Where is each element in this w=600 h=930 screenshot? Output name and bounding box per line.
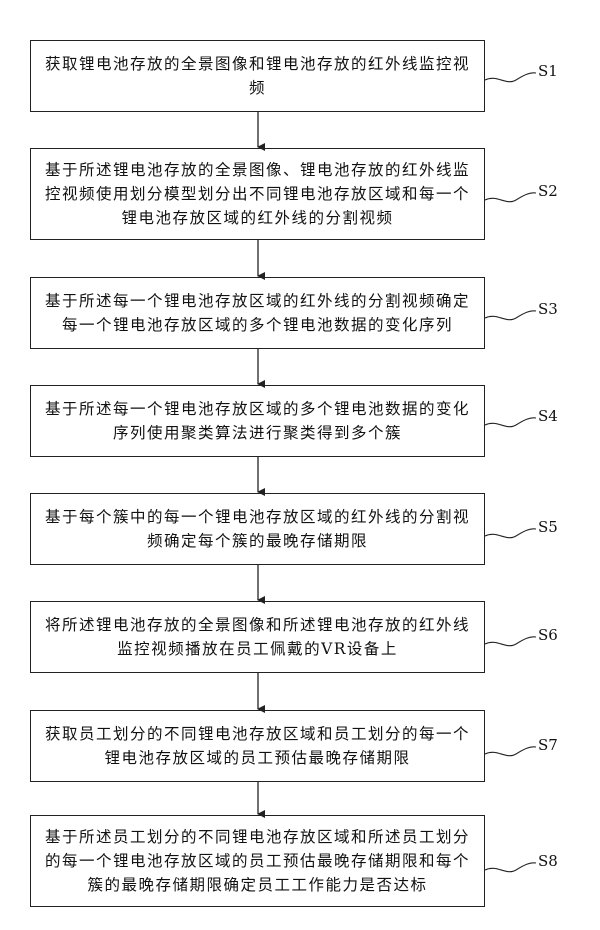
step-label-s5: S5 [538,518,558,536]
step-box-s4: 基于所述每一个锂电池存放区域的多个锂电池数据的变化序列使用聚类算法进行聚类得到多… [30,385,485,457]
step-text-s1: 获取锂电池存放的全景图像和锂电池存放的红外线监控视频 [41,52,474,100]
step-box-s8: 基于所述员工划分的不同锂电池存放区域和所述员工划分的每一个锂电池存放区域的员工预… [30,815,485,907]
leader-s1 [485,73,536,82]
step-text-s6: 将所述锂电池存放的全景图像和所述锂电池存放的红外线监控视频播放在员工佩戴的VR设… [41,613,474,661]
leader-s3 [485,311,536,320]
step-label-s1: S1 [538,62,558,80]
leader-s6 [485,637,536,646]
step-box-s3: 基于所述每一个锂电池存放区域的红外线的分割视频确定每一个锂电池存放区域的多个锂电… [30,277,485,349]
leader-s2 [485,193,536,202]
step-text-s2: 基于所述锂电池存放的全景图像、锂电池存放的红外线监控视频使用划分模型划分出不同锂… [41,158,474,230]
step-box-s5: 基于每个簇中的每一个锂电池存放区域的红外线的分割视频确定每个簇的最晚存储期限 [30,493,485,565]
step-label-s6: S6 [538,626,558,644]
step-label-s4: S4 [538,407,558,425]
step-text-s4: 基于所述每一个锂电池存放区域的多个锂电池数据的变化序列使用聚类算法进行聚类得到多… [41,397,474,445]
leader-s8 [485,863,536,872]
step-text-s7: 获取员工划分的不同锂电池存放区域和员工划分的每一个锂电池存放区域的员工预估最晚存… [41,722,474,770]
step-text-s8: 基于所述员工划分的不同锂电池存放区域和所述员工划分的每一个锂电池存放区域的员工预… [41,825,474,897]
leader-s4 [485,418,536,427]
step-label-s2: S2 [538,182,558,200]
step-box-s6: 将所述锂电池存放的全景图像和所述锂电池存放的红外线监控视频播放在员工佩戴的VR设… [30,601,485,673]
step-box-s2: 基于所述锂电池存放的全景图像、锂电池存放的红外线监控视频使用划分模型划分出不同锂… [30,148,485,240]
leader-s7 [485,747,536,756]
step-label-s7: S7 [538,736,558,754]
step-text-s3: 基于所述每一个锂电池存放区域的红外线的分割视频确定每一个锂电池存放区域的多个锂电… [41,289,474,337]
step-label-s3: S3 [538,300,558,318]
step-box-s1: 获取锂电池存放的全景图像和锂电池存放的红外线监控视频 [30,40,485,112]
step-label-s8: S8 [538,852,558,870]
leader-s5 [485,529,536,538]
step-text-s5: 基于每个簇中的每一个锂电池存放区域的红外线的分割视频确定每个簇的最晚存储期限 [41,505,474,553]
step-box-s7: 获取员工划分的不同锂电池存放区域和员工划分的每一个锂电池存放区域的员工预估最晚存… [30,710,485,782]
